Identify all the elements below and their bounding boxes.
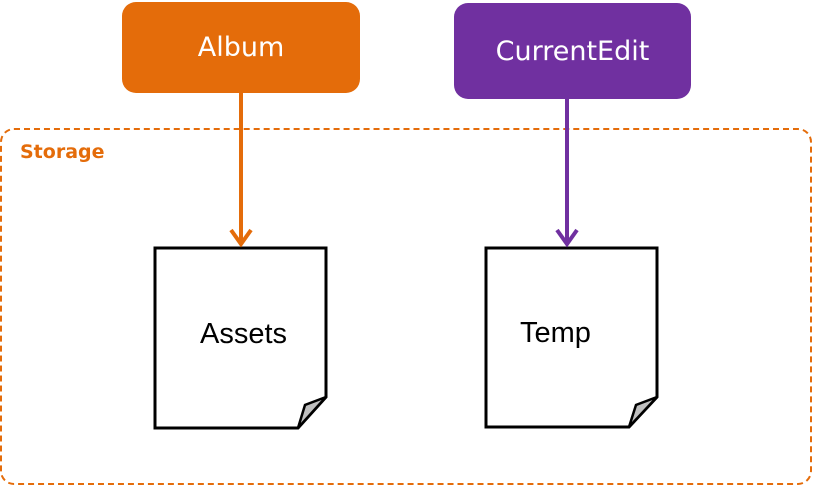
currentedit-to-temp-arrow	[555, 99, 579, 248]
storage-container	[0, 128, 812, 485]
temp-document[interactable]	[484, 246, 659, 429]
storage-label: Storage	[20, 141, 105, 163]
assets-document[interactable]	[153, 246, 328, 430]
current-edit-label: CurrentEdit	[495, 35, 650, 67]
album-to-assets-arrow	[229, 93, 253, 248]
current-edit-node[interactable]: CurrentEdit	[454, 3, 691, 99]
temp-label: Temp	[520, 317, 591, 349]
assets-label: Assets	[200, 318, 288, 350]
album-node[interactable]: Album	[122, 2, 360, 93]
album-label: Album	[197, 32, 285, 63]
